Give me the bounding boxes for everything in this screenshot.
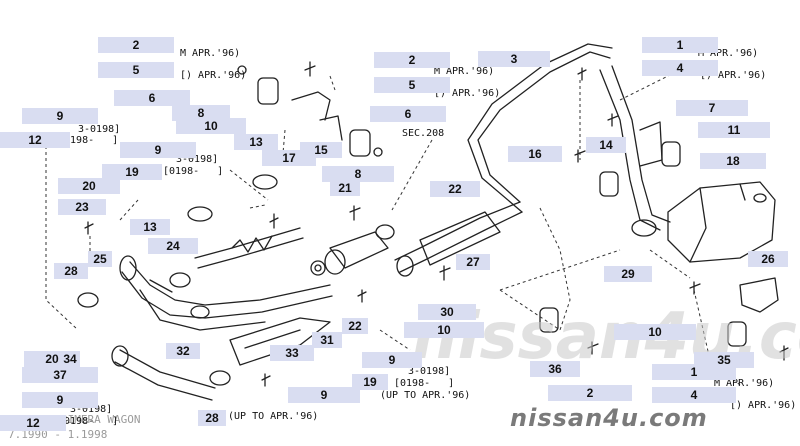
note-up-apr96: [) APR.'96): [434, 88, 501, 99]
callout-part-5[interactable]: 5: [374, 77, 450, 93]
note-up-apr96: [) APR.'96): [180, 70, 247, 81]
section-ref: SEC.208: [402, 128, 445, 139]
callout-part-12[interactable]: 12: [0, 415, 66, 431]
callout-part-25[interactable]: 25: [88, 251, 112, 267]
callout-part-27[interactable]: 27: [456, 254, 490, 270]
callout-part-19[interactable]: 19: [352, 374, 388, 390]
callout-part-2[interactable]: 2: [98, 37, 174, 53]
callout-part-1[interactable]: 1: [652, 364, 736, 380]
note-date-range: 3-0198]: [78, 124, 121, 135]
callout-part-9[interactable]: 9: [120, 142, 196, 158]
callout-part-4[interactable]: 4: [652, 387, 736, 403]
callout-part-9[interactable]: 9: [288, 387, 360, 403]
callout-part-10[interactable]: 10: [176, 118, 246, 134]
callout-part-12[interactable]: 12: [0, 132, 70, 148]
callout-part-19[interactable]: 19: [102, 164, 162, 180]
callout-part-3[interactable]: 3: [478, 51, 550, 67]
callout-part-31[interactable]: 31: [312, 332, 342, 348]
footer-years: 7.1990 - 1.1998: [8, 428, 108, 441]
note-date-range: [0198- ]: [58, 416, 119, 427]
callout-part-8[interactable]: 8: [322, 166, 394, 182]
callout-part-36[interactable]: 36: [530, 361, 580, 377]
callout-part-10[interactable]: 10: [614, 324, 696, 340]
note-up-apr96: [) APR.'96): [730, 400, 797, 411]
note-m-apr96: M APR.'96): [698, 48, 759, 59]
callout-part-2[interactable]: 2: [374, 52, 450, 68]
callout-part-28[interactable]: 28: [198, 410, 226, 426]
callout-part-14[interactable]: 14: [586, 137, 626, 153]
callout-part-37[interactable]: 37: [22, 367, 98, 383]
callout-part-16[interactable]: 16: [508, 146, 562, 162]
callout-part-30[interactable]: 30: [418, 304, 476, 320]
callout-part-32[interactable]: 32: [166, 343, 200, 359]
brand-logo: nissan4u.com: [510, 404, 708, 432]
note-up-to-apr96: (UP TO APR.'96): [228, 411, 319, 422]
callout-part-6[interactable]: 6: [114, 90, 190, 106]
callout-part-33[interactable]: 33: [270, 345, 314, 361]
callout-part-18[interactable]: 18: [700, 153, 766, 169]
callout-part-22[interactable]: 22: [430, 181, 480, 197]
note-m-apr96: M APR.'96): [180, 48, 241, 59]
callout-part-29[interactable]: 29: [604, 266, 652, 282]
callout-part-5[interactable]: 5: [98, 62, 174, 78]
note-date-range: [0198- ]: [163, 166, 224, 177]
note-date-range: [0198- ]: [58, 135, 119, 146]
callout-part-10[interactable]: 10: [404, 322, 484, 338]
callout-part-28[interactable]: 28: [54, 263, 88, 279]
note-date-range: [0198- ]: [394, 378, 455, 389]
callout-part-23[interactable]: 23: [58, 199, 106, 215]
note-up-to-apr96: (UP TO APR.'96): [380, 390, 471, 401]
note-date-range: 3-0198]: [408, 366, 451, 377]
callout-part-2[interactable]: 2: [548, 385, 632, 401]
callout-part-6[interactable]: 6: [370, 106, 446, 122]
callout-part-7[interactable]: 7: [676, 100, 748, 116]
callout-part-11[interactable]: 11: [698, 122, 770, 138]
callout-part-34[interactable]: 34: [60, 351, 80, 367]
callout-part-21[interactable]: 21: [330, 180, 360, 196]
note-date-range: 3-0198]: [70, 404, 113, 415]
callout-part-13[interactable]: 13: [234, 134, 278, 150]
callout-part-22[interactable]: 22: [342, 318, 368, 334]
note-date-range: 3-0198]: [176, 154, 219, 165]
callout-part-9[interactable]: 9: [22, 108, 98, 124]
callout-part-13[interactable]: 13: [130, 219, 170, 235]
note-m-apr96: M APR.'96): [714, 378, 775, 389]
callout-part-4[interactable]: 4: [642, 60, 718, 76]
callout-part-8[interactable]: 8: [172, 105, 230, 121]
note-m-apr96: M APR.'96): [434, 66, 495, 77]
callout-part-1[interactable]: 1: [642, 37, 718, 53]
callout-part-9[interactable]: 9: [22, 392, 98, 408]
callout-part-24[interactable]: 24: [148, 238, 198, 254]
callout-part-9[interactable]: 9: [362, 352, 422, 368]
callout-part-15[interactable]: 15: [300, 142, 342, 158]
callout-part-20[interactable]: 20: [58, 178, 120, 194]
callout-part-26[interactable]: 26: [748, 251, 788, 267]
